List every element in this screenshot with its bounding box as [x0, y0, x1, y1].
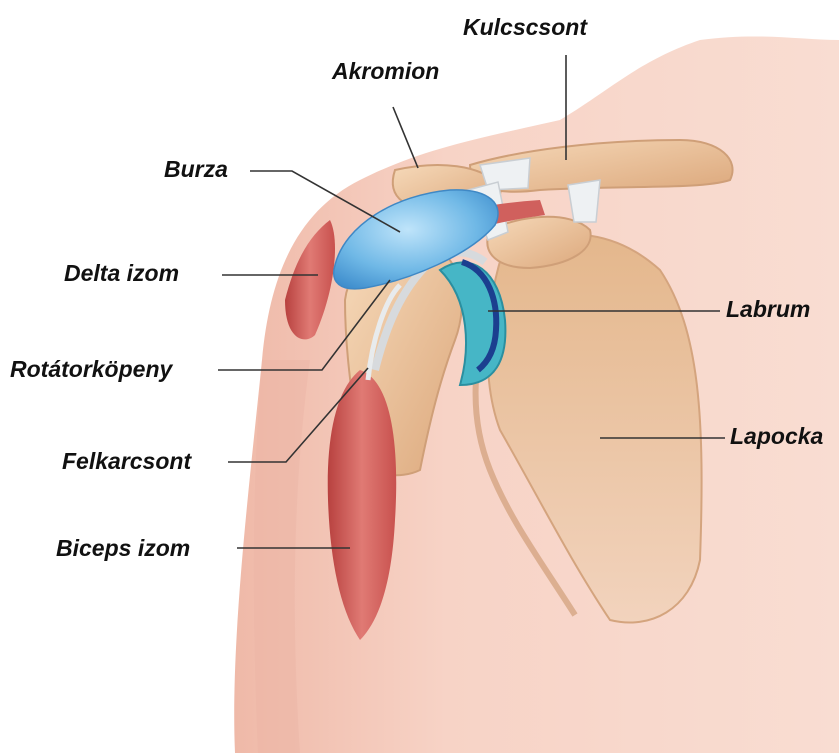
label-delta-izom: Delta izom — [64, 262, 179, 285]
label-labrum: Labrum — [726, 298, 810, 321]
label-lapocka: Lapocka — [730, 425, 823, 448]
label-burza: Burza — [164, 158, 228, 181]
label-felkarcsont: Felkarcsont — [62, 450, 191, 473]
label-akromion: Akromion — [332, 60, 439, 83]
label-rotatorkopeny: Rotátorköpeny — [10, 358, 172, 381]
label-biceps-izom: Biceps izom — [56, 537, 190, 560]
leader-akromion — [393, 107, 418, 168]
label-kulcscsont: Kulcscsont — [463, 16, 587, 39]
